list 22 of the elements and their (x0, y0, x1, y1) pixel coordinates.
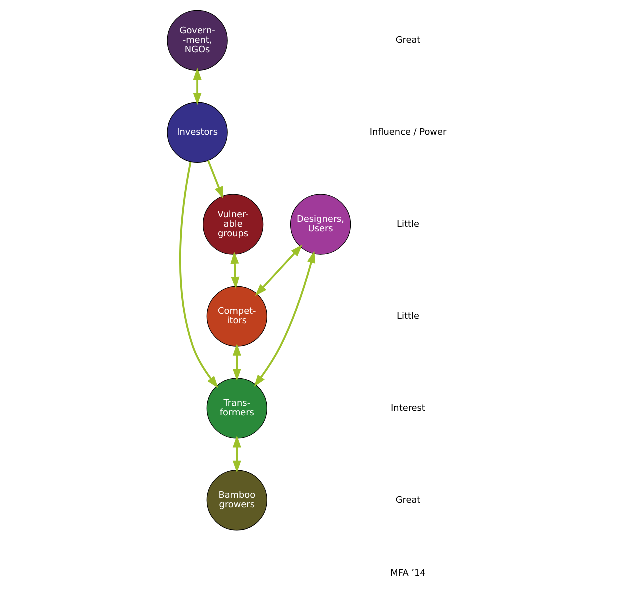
arrow (254, 251, 316, 388)
node-circle: Investors (167, 102, 228, 163)
label: Interest (391, 404, 426, 414)
arrow (179, 162, 218, 388)
arrow (232, 344, 242, 382)
node-circle: Compet- itors (206, 286, 268, 347)
label: Little (397, 220, 420, 230)
label: Little (397, 312, 420, 322)
label: Influence / Power (370, 128, 447, 138)
node-circle: Trans- formers (206, 378, 268, 439)
arrow (232, 436, 242, 474)
arrow (208, 160, 224, 199)
label: Great (396, 36, 421, 46)
arrow (230, 252, 240, 290)
node-circle: Govern- -ment, NGOs (167, 10, 228, 72)
node-circle: Vulner- able groups (203, 194, 264, 255)
node-circle: Bamboo growers (206, 470, 268, 531)
arrow (255, 244, 303, 296)
label: MFA ’14 (390, 569, 426, 580)
label: Great (396, 496, 421, 506)
arrow (193, 68, 202, 106)
node-circle: Designers, Users (290, 194, 352, 255)
